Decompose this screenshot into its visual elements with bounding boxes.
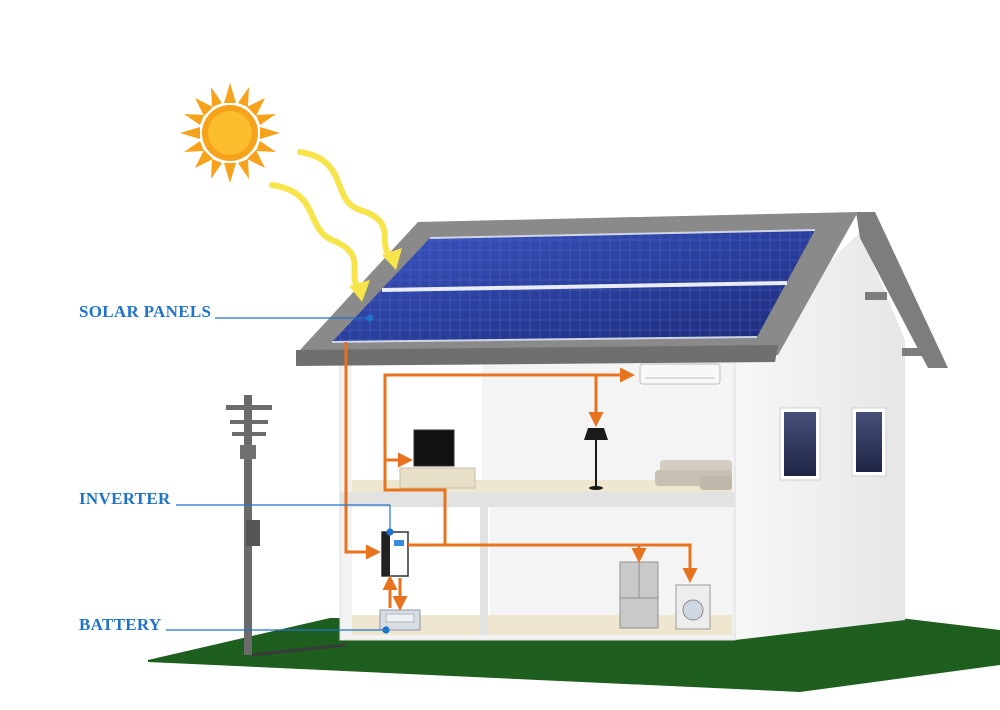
callout-leaders [166,314,394,634]
roof-eave [296,345,778,366]
battery-label: BATTERY [79,615,162,634]
tv-icon [399,429,476,489]
energy-flow [344,342,698,611]
solar-panel-icon [331,229,816,343]
inverter-icon [381,531,409,577]
inverter-label: INVERTER [79,489,171,508]
side-roof-edge [856,212,948,368]
floor-slab [340,492,735,507]
sun-icon [180,83,280,183]
floor-lamp-icon [584,428,608,490]
side-window [779,407,821,481]
sun-ray-arrowhead [382,248,402,270]
sun-ray [269,149,395,293]
sun-ray-arrowhead [349,280,370,302]
side-window [851,407,887,477]
refrigerator-icon [619,561,659,629]
air-conditioner-icon [639,363,721,385]
sofa-icon [655,460,732,490]
washing-machine-icon [675,584,711,630]
solar-panels-label: SOLAR PANELS [79,302,212,321]
utility-pole-icon [226,395,346,657]
